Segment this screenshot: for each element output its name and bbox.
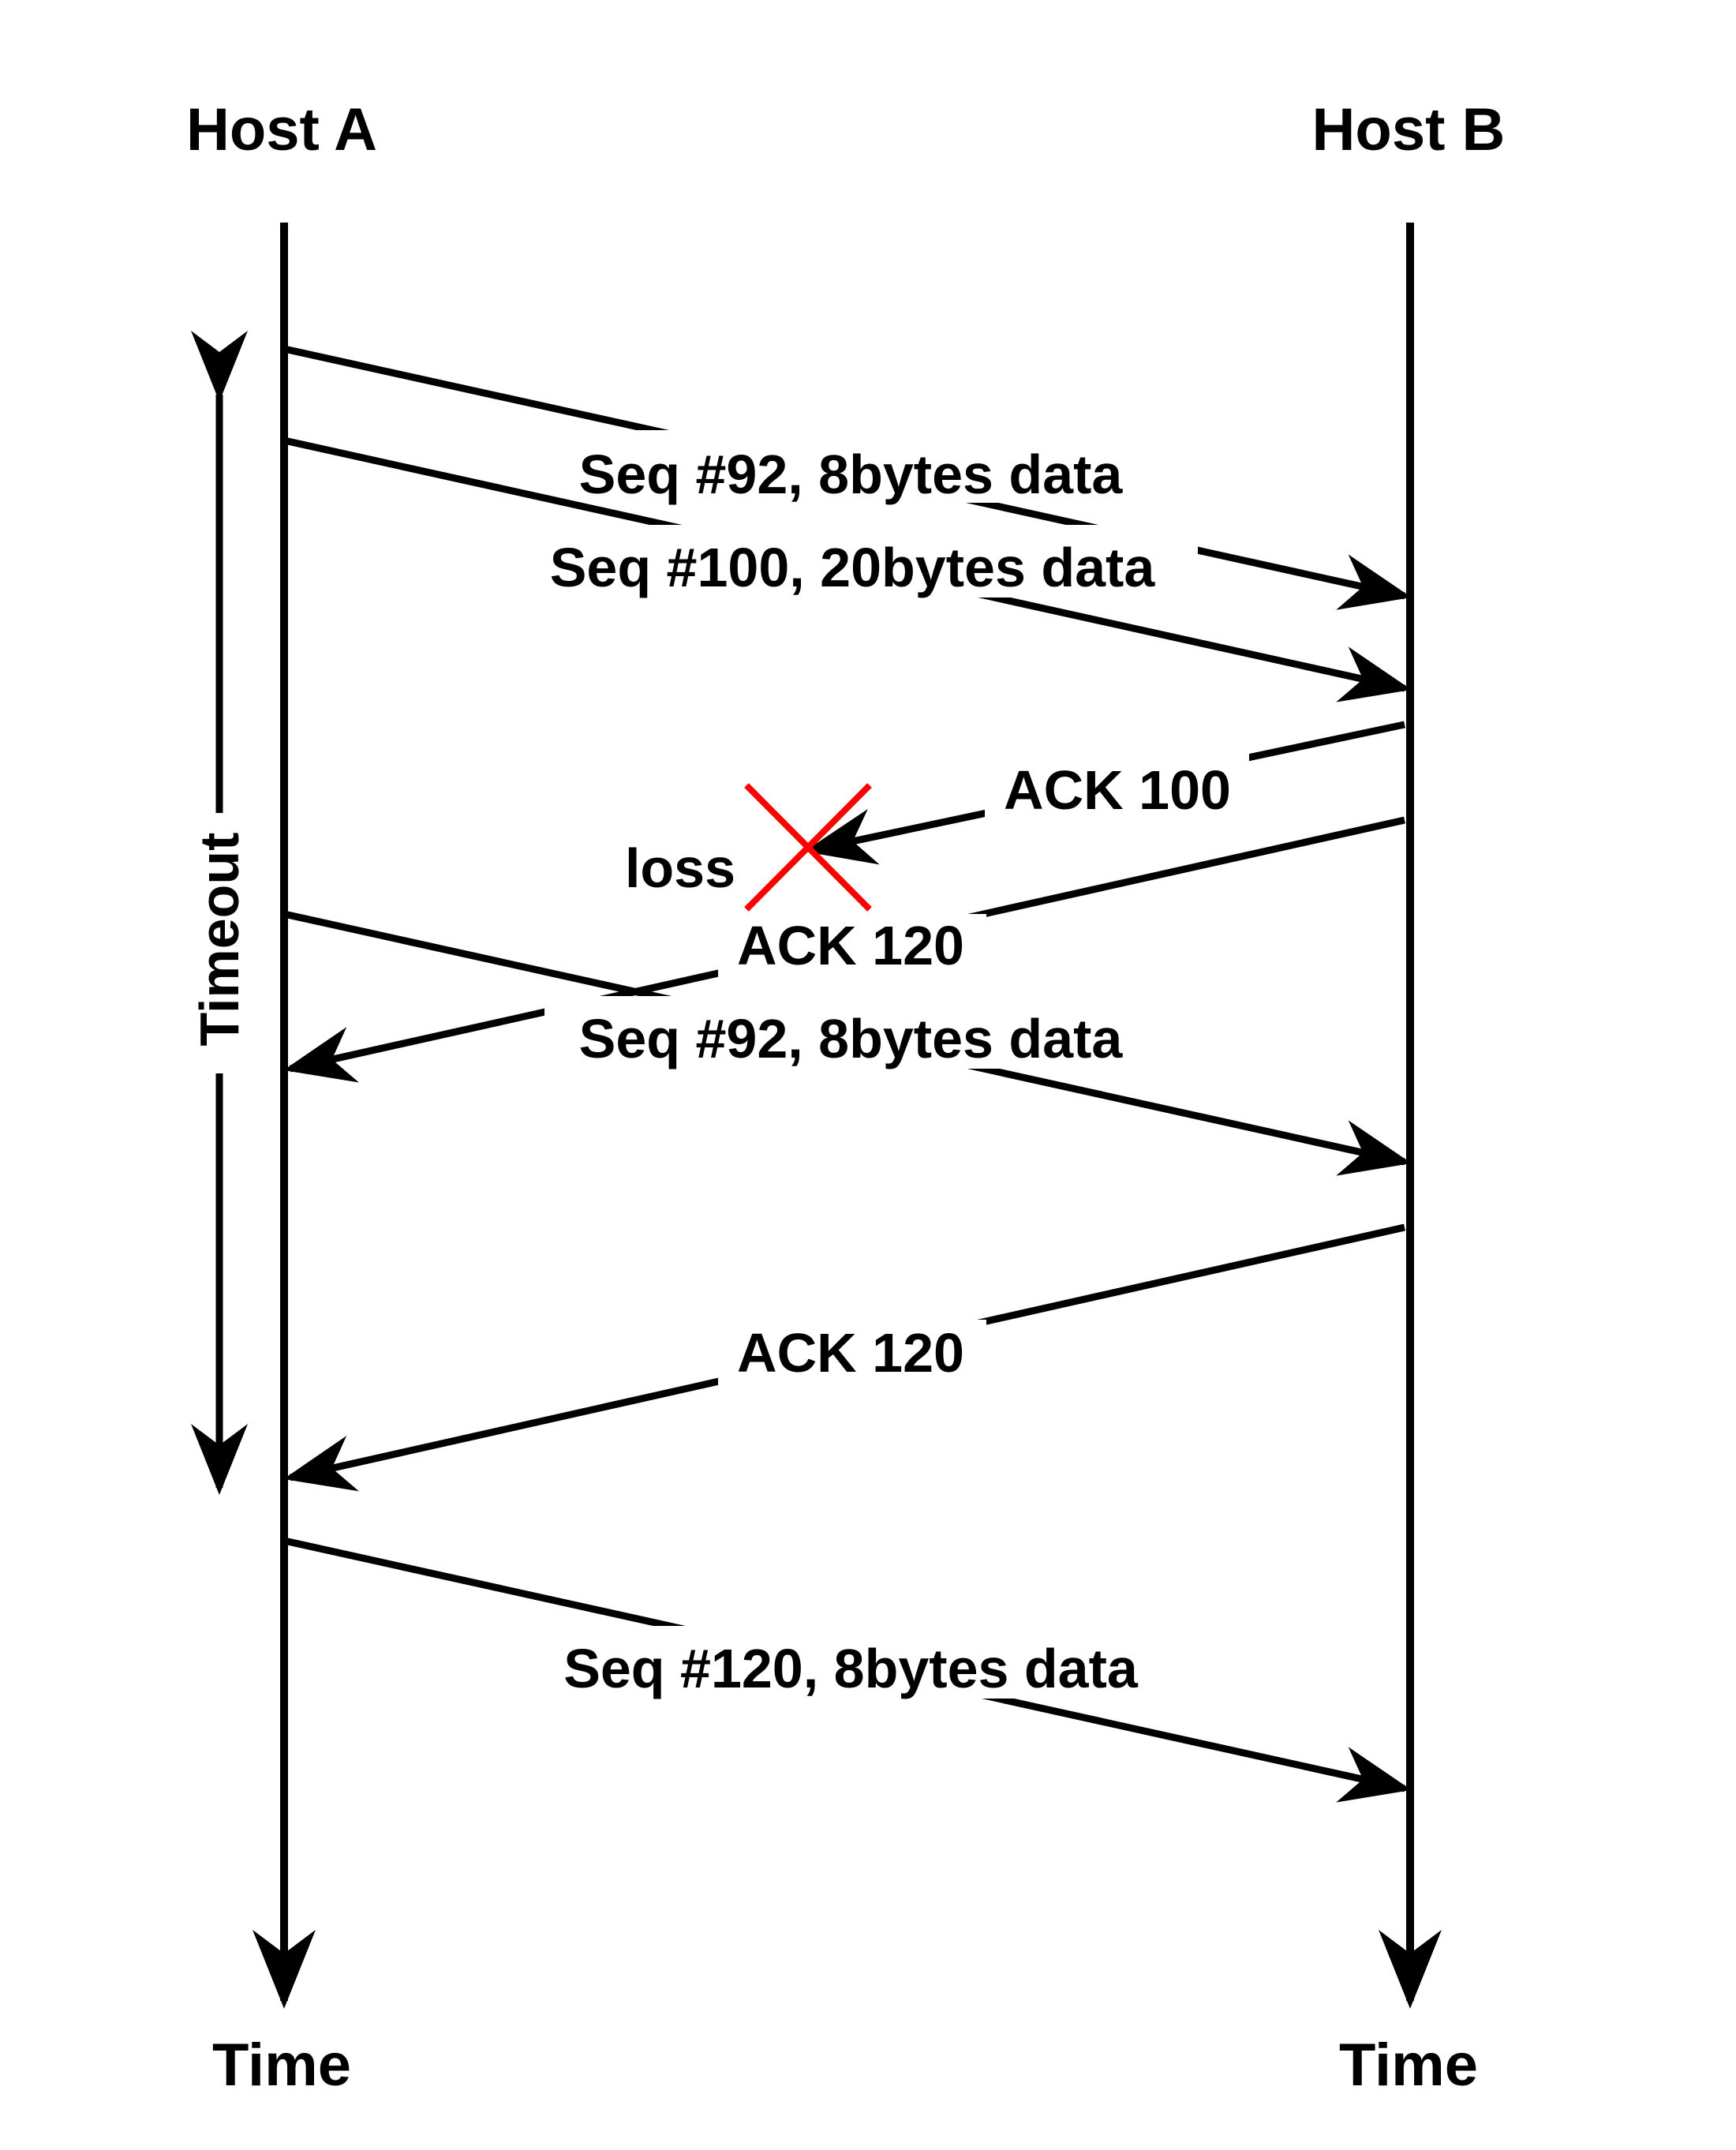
- timeout-label: Timeout: [189, 833, 250, 1047]
- message-label-seq120: Seq #120, 8bytes data: [563, 1638, 1139, 1699]
- host-a-label: Host A: [186, 96, 377, 163]
- loss-label: loss: [625, 837, 735, 899]
- host-b-label: Host B: [1312, 96, 1506, 163]
- message-label-backdrop: [985, 747, 1249, 819]
- message-label-seq100: Seq #100, 20bytes data: [550, 537, 1156, 598]
- loss-x-mark: [744, 783, 872, 912]
- message-label-backdrop: [544, 430, 1168, 503]
- message-label-ack120-first: ACK 120: [737, 915, 964, 976]
- message-label-ack120-second: ACK 120: [737, 1322, 964, 1384]
- host-b-time-label: Time: [1339, 2032, 1478, 2099]
- message-label-seq92-first: Seq #92, 8bytes data: [579, 444, 1124, 505]
- message-label-backdrop: [518, 1626, 1180, 1699]
- message-label-backdrop: [507, 525, 1198, 597]
- message-label-backdrop: [544, 996, 1168, 1069]
- message-label-ack100: ACK 100: [1004, 759, 1231, 821]
- message-label-seq92-retransmit: Seq #92, 8bytes data: [579, 1008, 1124, 1069]
- message-label-backdrop: [718, 1320, 986, 1392]
- timeout-label-backdrop: [186, 813, 253, 1073]
- message-label-backdrop: [718, 914, 986, 987]
- host-a-time-label: Time: [212, 2032, 351, 2099]
